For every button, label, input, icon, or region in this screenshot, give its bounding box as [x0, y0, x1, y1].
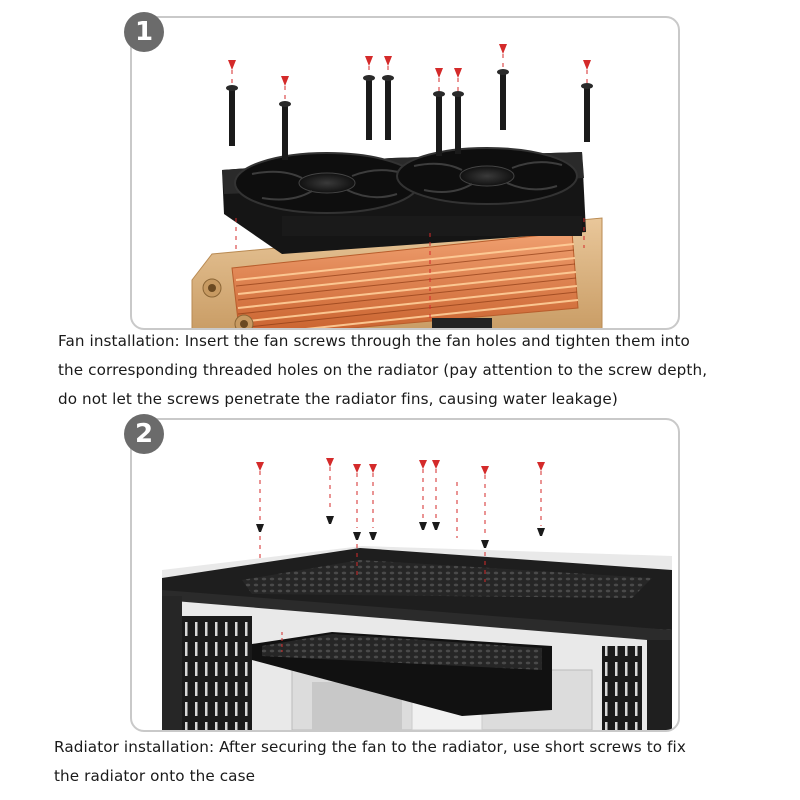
caption-line: the corresponding threaded holes on the …	[58, 361, 708, 379]
radiator	[191, 217, 603, 328]
radiator-installation-illustration	[130, 418, 680, 732]
caption-line: Fan installation: Insert the fan screws …	[58, 332, 690, 350]
caption-line: do not let the screws penetrate the radi…	[58, 390, 618, 408]
step-2-badge: 2	[124, 414, 164, 454]
case-radiator-drawing	[162, 458, 672, 730]
fan-installation-illustration	[130, 16, 680, 330]
step-1-badge: 1	[124, 12, 164, 52]
caption-line: Radiator installation: After securing th…	[54, 738, 686, 756]
fan-pair	[222, 147, 586, 254]
caption-line: the radiator onto the case	[54, 767, 256, 785]
pc-case	[162, 546, 672, 730]
fan-screws	[226, 44, 593, 318]
fan-installation-caption: Fan installation: Insert the fan screws …	[58, 327, 707, 414]
case-screws	[256, 458, 545, 582]
radiator-installation-caption: Radiator installation: After securing th…	[54, 733, 686, 791]
fan-radiator-drawing	[191, 44, 603, 328]
